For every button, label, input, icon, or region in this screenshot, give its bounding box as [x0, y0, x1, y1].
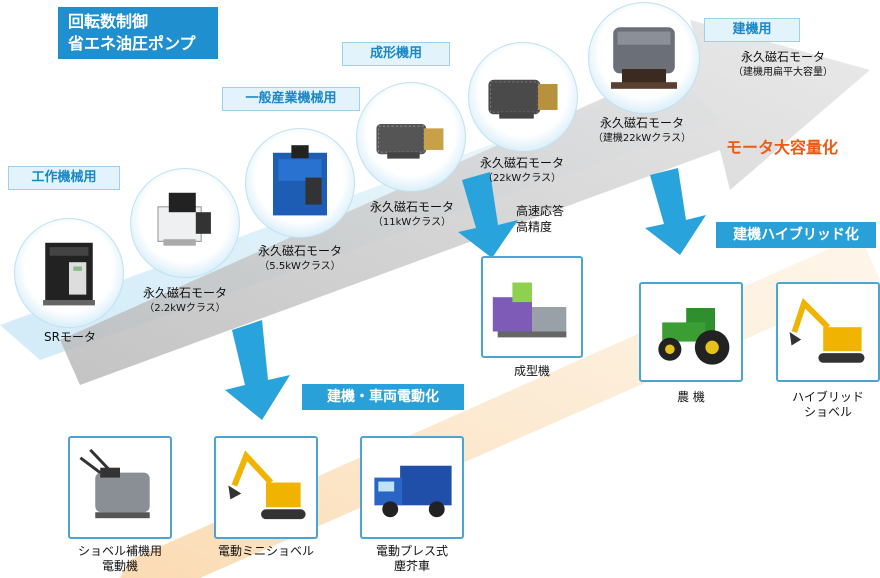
pm-22kw-motor-image: [468, 42, 578, 152]
hybrid-shovel-label: ハイブリッド ショベル: [776, 390, 880, 420]
pm-5-5kw-name: 永久磁石モータ: [257, 244, 342, 258]
pm-22kw-construction-name: 永久磁石モータ: [599, 116, 684, 130]
garbage-truck-label-2: 塵芥車: [393, 559, 430, 573]
blue-down-arrow-left: [225, 320, 290, 420]
hybrid-shovel-label-2: ショベル: [803, 405, 852, 419]
sr-motor-label: SRモータ: [30, 330, 110, 345]
title-box: 回転数制御 省エネ油圧ポンプ: [58, 7, 218, 59]
pm-flat-spec: （建機用扁平大容量）: [733, 67, 833, 78]
mini-shovel-label: 電動ミニショベル: [217, 544, 314, 558]
mini-shovel-icon: [228, 450, 306, 520]
pm-5-5kw-motor-image: [245, 128, 355, 238]
molding-machine-card: [481, 256, 583, 358]
blue-down-arrow-middle: [458, 172, 518, 258]
pm-2-2kw-motor-image: [130, 168, 240, 278]
tractor-icon: [658, 308, 730, 365]
hybrid-shovel-card: [776, 282, 880, 382]
tractor-card: [639, 282, 743, 382]
mini-shovel-card: [214, 436, 318, 539]
garbage-truck-icon: [374, 465, 452, 518]
pm-5-5kw-spec: （5.5kWクラス）: [259, 261, 341, 272]
pm-22kw-spec: （22kWクラス）: [482, 173, 562, 184]
high-response-label: 高速応答: [516, 204, 565, 218]
garbage-truck-label: 電動プレス式 塵芥車: [350, 544, 474, 574]
high-precision-label: 高精度: [516, 220, 553, 234]
pm-22kw-construction-label: 永久磁石モータ （建機22kWクラス）: [582, 116, 702, 146]
pm-11kw-name: 永久磁石モータ: [369, 200, 454, 214]
pm-flat-label: 永久磁石モータ （建機用扁平大容量）: [718, 50, 848, 80]
category-molding: 成形機用: [342, 42, 450, 66]
molding-machine-icon: [492, 282, 567, 338]
pm-2-2kw-label: 永久磁石モータ （2.2kWクラス）: [125, 286, 245, 316]
pm-5-5kw-label: 永久磁石モータ （5.5kWクラス）: [240, 244, 360, 274]
aux-motor-label: ショベル補機用 電動機: [60, 544, 180, 574]
category-general-industry: 一般産業機械用: [222, 87, 360, 111]
blue-down-arrow-right: [645, 168, 706, 255]
pm-22kw-label: 永久磁石モータ （22kWクラス）: [462, 156, 582, 186]
hybrid-shovel-label-1: ハイブリッド: [792, 390, 864, 404]
pm-flat-name: 永久磁石モータ: [740, 50, 825, 64]
molding-machine-label: 成型機: [513, 364, 550, 378]
pm-22kw-name: 永久磁石モータ: [479, 156, 564, 170]
pm-11kw-motor-image: [356, 82, 466, 192]
aux-motor-card: [68, 436, 172, 539]
pm-22kw-construction-spec: （建機22kWクラス）: [592, 133, 692, 144]
garbage-truck-label-1: 電動プレス式: [375, 544, 448, 558]
title-line-1: 回転数制御: [68, 12, 149, 31]
aux-motor-icon: [79, 448, 150, 519]
aux-motor-label-2: 電動機: [101, 559, 138, 573]
title-line-2: 省エネ油圧ポンプ: [68, 34, 196, 53]
large-capacity-label: モータ大容量化: [726, 138, 839, 157]
pm-flat-motor-image: [588, 2, 700, 114]
hybrid-label: 建機ハイブリッド化: [716, 222, 876, 248]
category-machine-tools: 工作機械用: [8, 166, 120, 190]
garbage-truck-card: [360, 436, 464, 539]
pm-2-2kw-name: 永久磁石モータ: [142, 286, 227, 300]
aux-motor-label-1: ショベル補機用: [77, 544, 162, 558]
sr-motor-name: SRモータ: [44, 330, 96, 344]
pm-2-2kw-spec: （2.2kWクラス）: [144, 303, 226, 314]
pm-11kw-spec: （11kWクラス）: [372, 217, 452, 228]
tractor-label: 農 機: [677, 390, 705, 404]
category-construction: 建機用: [704, 18, 800, 42]
main-gray-arrow: [60, 20, 870, 385]
hybrid-shovel-icon: [789, 297, 865, 363]
pm-11kw-label: 永久磁石モータ （11kWクラス）: [352, 200, 472, 230]
sr-motor-image: [14, 218, 124, 328]
electrification-label: 建機・車両電動化: [302, 384, 464, 410]
